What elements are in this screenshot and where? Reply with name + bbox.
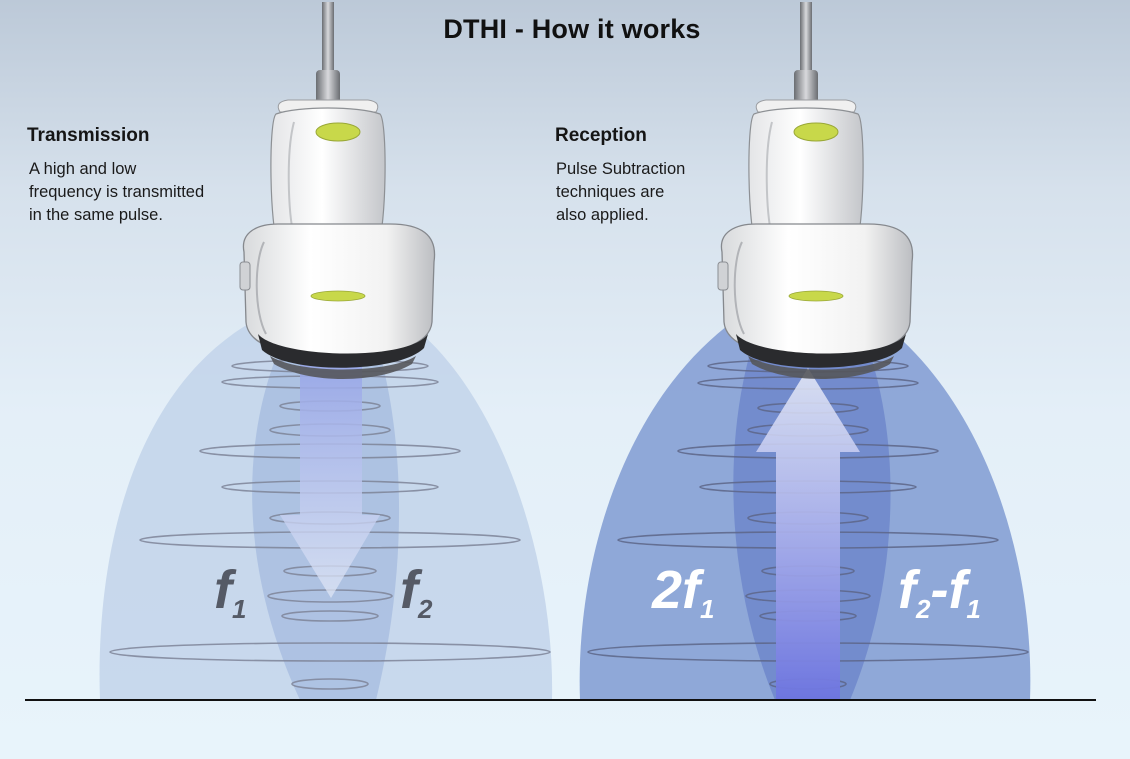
label-f2: f2 xyxy=(400,560,433,624)
page-title: DTHI - How it works xyxy=(443,14,701,44)
reception-description: Pulse Subtraction techniques are also ap… xyxy=(556,158,685,227)
label-2f1: 2f1 xyxy=(651,560,715,624)
transmission-description: A high and low frequency is transmitted … xyxy=(29,158,204,227)
transmission-line: frequency is transmitted xyxy=(29,183,205,201)
transmission-line: in the same pulse. xyxy=(29,206,163,224)
ultrasound-probe-icon xyxy=(717,1,914,380)
label-f2-minus-f1: f2-f1 xyxy=(898,560,981,624)
transmission-beam xyxy=(99,320,553,700)
label-f1: f1 xyxy=(214,560,246,624)
reception-line: techniques are xyxy=(556,183,665,201)
arrow-down-icon xyxy=(280,338,380,598)
arrow-up-icon xyxy=(756,368,860,700)
ultrasound-probe-icon xyxy=(239,1,436,380)
transmission-heading: Transmission xyxy=(27,125,150,146)
reception-beam xyxy=(579,320,1031,700)
reception-line: also applied. xyxy=(556,206,649,224)
reception-heading: Reception xyxy=(555,125,647,146)
reception-line: Pulse Subtraction xyxy=(556,160,686,178)
transmission-line: A high and low xyxy=(29,160,137,178)
